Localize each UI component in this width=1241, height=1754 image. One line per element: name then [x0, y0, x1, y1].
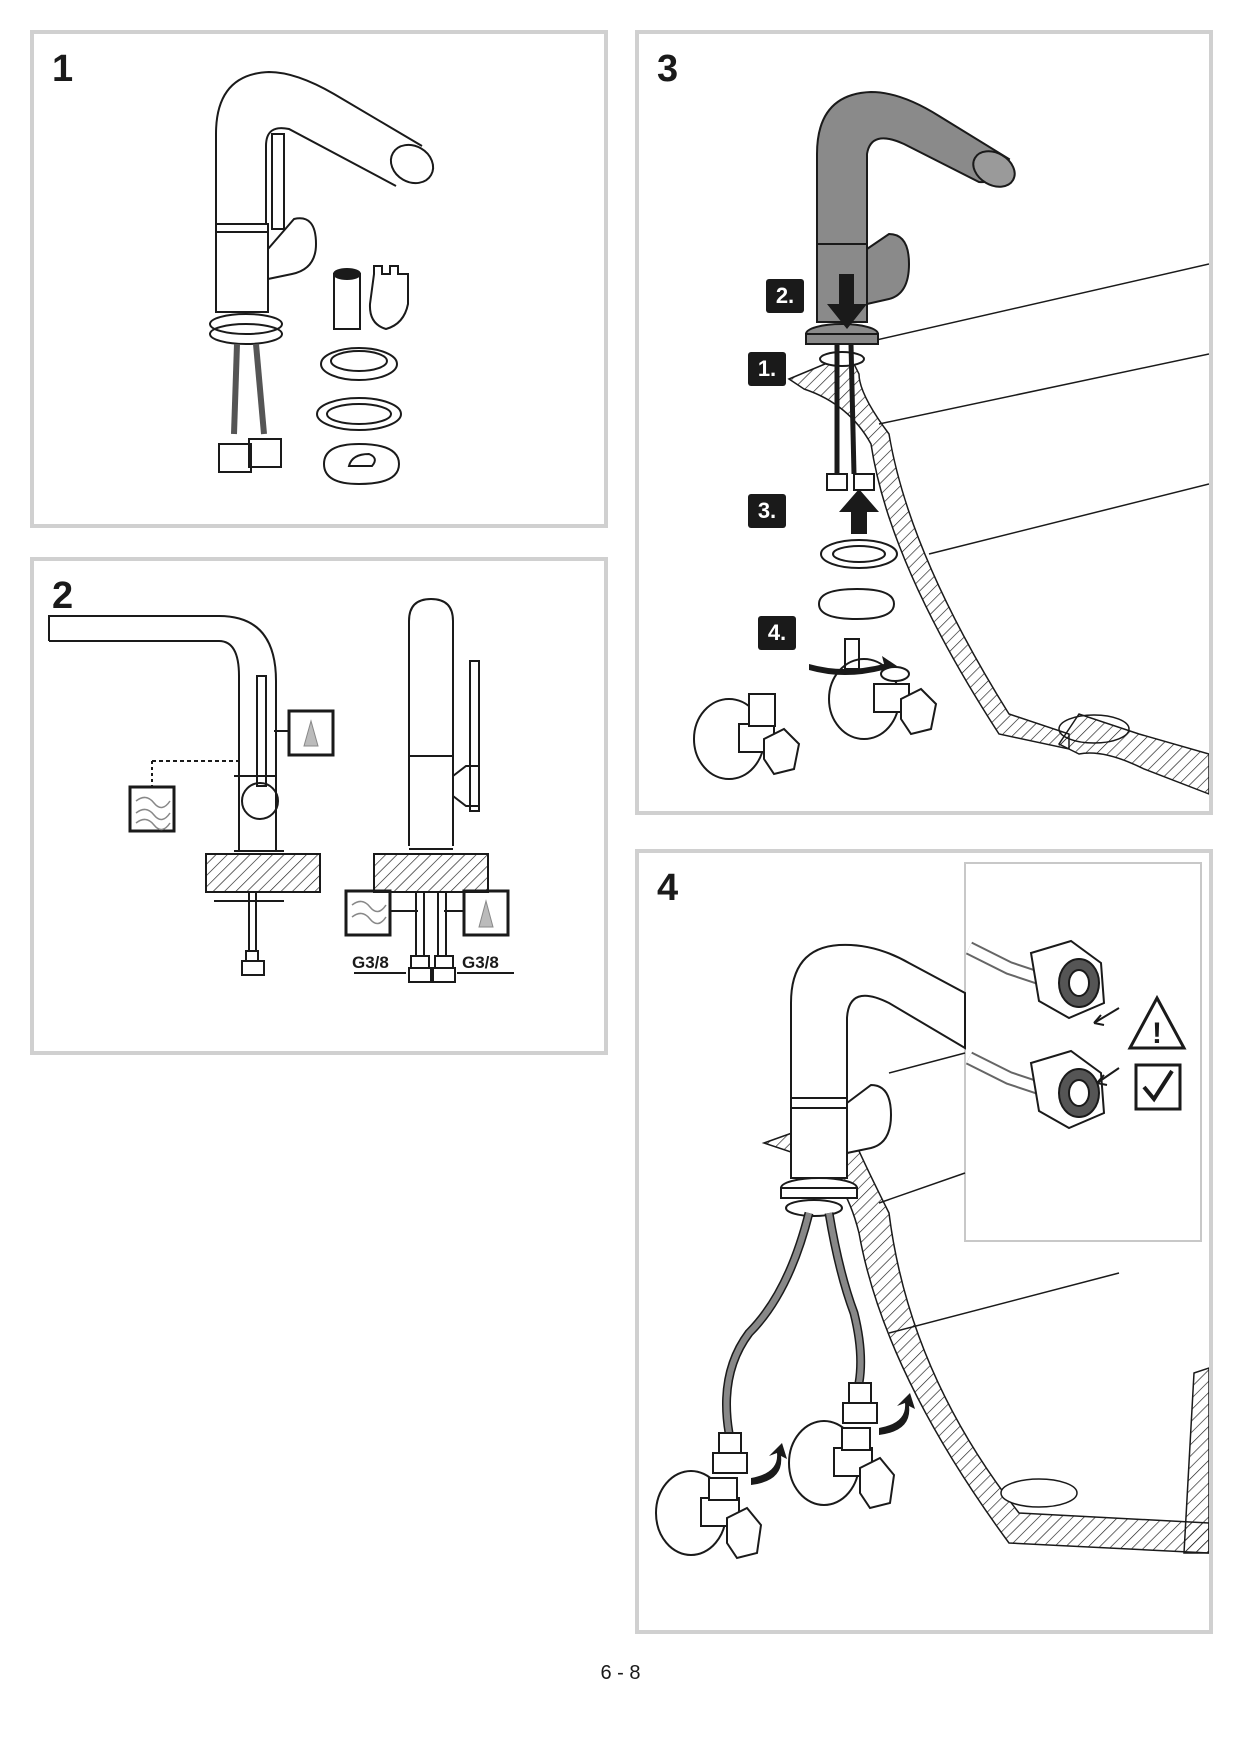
detail-inset: [964, 862, 1202, 1242]
thread-size-left: G3/8: [352, 953, 389, 972]
step-number: 3: [657, 48, 679, 90]
faucet-icon: [805, 90, 1016, 491]
angle-valve: [655, 1420, 896, 1560]
faucet-icon: [209, 70, 435, 473]
faucet-parts-illustration: [209, 70, 435, 486]
arrow-icon: [751, 1443, 787, 1485]
angle-valve: [693, 658, 938, 780]
faucet-mounting-illustration: [693, 90, 1209, 795]
panel-step-4: 4 !: [635, 849, 1213, 1634]
faucet-icon: [354, 597, 514, 983]
hose-connection-illustration: !: [655, 862, 1209, 1560]
step-badge-2: 2.: [766, 279, 804, 313]
page-number: 6 - 8: [600, 1662, 641, 1684]
hot-water-icon: [444, 889, 510, 937]
step-badge-1: 1.: [748, 352, 786, 386]
svg-text:!: !: [1152, 1017, 1162, 1050]
step-badge-4: 4.: [758, 616, 796, 650]
panel-step-3: 3: [635, 30, 1213, 815]
hot-water-icon: [274, 709, 335, 757]
step-badge-3: 3.: [748, 494, 786, 528]
countertop-section: [761, 1117, 1209, 1554]
faucet-side-views: [48, 597, 514, 983]
check-icon: [1134, 1063, 1182, 1111]
fixing-parts: [316, 265, 409, 486]
panel-step-2: 2: [30, 557, 608, 1055]
step-number: 4: [657, 867, 679, 909]
sink-section: [1057, 713, 1209, 795]
thread-size-right: G3/8: [462, 953, 499, 972]
arrow-icon: [879, 1393, 915, 1435]
arrow-icon: [809, 656, 897, 676]
step-number: 2: [52, 575, 74, 617]
faucet-icon: [48, 615, 321, 976]
arrow-icon: [827, 274, 867, 329]
cold-water-icon: [128, 760, 239, 833]
hoses: [722, 1211, 866, 1434]
arrow-icon: [839, 489, 879, 534]
warning-icon: !: [1127, 994, 1187, 1050]
cold-water-icon: [344, 889, 418, 937]
panel-step-1: 1: [30, 30, 608, 528]
step-number: 1: [52, 48, 74, 90]
faucet-icon: [780, 943, 966, 1217]
hose-nut-detail: [965, 939, 1106, 1130]
